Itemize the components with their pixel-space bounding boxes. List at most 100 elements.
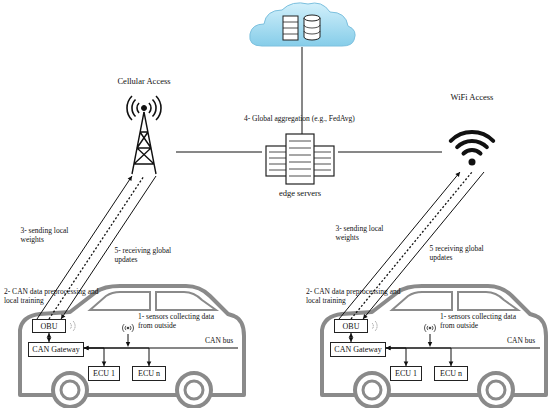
- edge-label: 3- sending local weights: [336, 224, 396, 242]
- car-wheel: [355, 373, 389, 407]
- antenna-dot: [429, 327, 432, 330]
- box-label: ECU 1: [395, 369, 417, 378]
- sensor-arrow: [128, 334, 129, 343]
- server-icon: [283, 16, 298, 40]
- step-label: 4- Global aggregation (e.g., FedAvg): [244, 114, 358, 123]
- wifi-dot: [469, 159, 476, 166]
- connector-line: [351, 333, 352, 342]
- arrow-head: [47, 333, 52, 338]
- bus-label: CAN bus: [205, 336, 245, 345]
- box-label: CAN Gateway: [32, 345, 79, 354]
- arrow-head: [455, 172, 460, 177]
- server-slots: [289, 141, 311, 176]
- sensor-arrow: [430, 334, 431, 343]
- server-slots: [283, 22, 298, 34]
- obu-box: OBU: [32, 319, 66, 333]
- connector: [349, 333, 354, 342]
- ecu-box: ECU n: [434, 366, 468, 381]
- car-wheel: [53, 373, 87, 407]
- arrow-head: [84, 346, 89, 351]
- gateway-box: CAN Gateway: [330, 342, 386, 357]
- car-hub: [487, 381, 505, 399]
- car-hub: [363, 381, 381, 399]
- node-label: Cellular Access: [117, 76, 170, 86]
- box-label: ECU 1: [93, 369, 115, 378]
- car-body: [20, 286, 244, 395]
- edge-label: 5- receiving global updates: [115, 246, 185, 264]
- ecu-box: ECU 1: [88, 366, 120, 381]
- vehicle: [322, 286, 546, 407]
- box-label: OBU: [343, 322, 360, 331]
- box-label: ECU n: [440, 369, 462, 378]
- step-label: 1- sensors collecting data from outside: [138, 312, 228, 330]
- sensor-arrow-head: [428, 342, 432, 347]
- connector-line: [176, 152, 262, 153]
- ecu-box: ECU n: [132, 366, 166, 381]
- tower-waves: [127, 96, 161, 120]
- box-label: CAN Gateway: [334, 345, 381, 354]
- arrow-head: [386, 346, 391, 351]
- connector: [176, 152, 262, 153]
- car-wheel: [177, 373, 211, 407]
- car-windows: [392, 292, 518, 310]
- node-label: WiFi Access: [451, 92, 494, 102]
- connector: [386, 346, 408, 366]
- box-label: OBU: [41, 322, 58, 331]
- step-label: 1- sensors collecting data from outside: [440, 312, 530, 330]
- can-bus-line: [386, 347, 540, 348]
- antenna-dot: [127, 327, 130, 330]
- edge-server-icon: [266, 134, 334, 184]
- wifi-waves: [451, 132, 493, 154]
- server-rack: [286, 134, 314, 184]
- connector-line: [386, 348, 451, 366]
- car-wheel: [479, 373, 513, 407]
- arrow-head: [128, 176, 132, 181]
- edge-server: edge servers: [262, 126, 338, 198]
- cloud: [250, 3, 355, 46]
- edge-label: 5 receiving global updates: [430, 244, 500, 262]
- sensor-arrow-head: [126, 342, 130, 347]
- connector: [386, 346, 453, 366]
- step-label: 2- CAN data preprocessing and local trai…: [306, 287, 412, 305]
- connector-line: [84, 348, 149, 366]
- database-top: [304, 15, 320, 21]
- wifi-icon: [451, 132, 493, 165]
- connector-line: [49, 333, 50, 342]
- tower-icon: [127, 96, 161, 174]
- cloud-shape: [250, 3, 355, 46]
- car-hub: [61, 381, 79, 399]
- car-windows: [90, 292, 216, 310]
- access-point: WiFi Access: [442, 92, 502, 172]
- connector: [84, 346, 106, 366]
- vehicle: [20, 286, 244, 407]
- node-label: edge servers: [279, 188, 321, 198]
- tower-top: [142, 106, 147, 111]
- edge-label: 3- sending local weights: [21, 226, 81, 244]
- step-label: 2- CAN data preprocessing and local trai…: [4, 287, 110, 305]
- connector: [84, 346, 151, 366]
- obu-signal: [372, 321, 377, 331]
- antenna-waves: [122, 324, 133, 332]
- arrow-head: [386, 346, 391, 351]
- obu-box: OBU: [334, 319, 368, 333]
- connector-line: [84, 348, 104, 366]
- arrow-head: [349, 333, 354, 338]
- obu-signal: [70, 321, 75, 331]
- box-label: ECU n: [138, 369, 160, 378]
- database-rings: [304, 25, 320, 34]
- gateway-box: CAN Gateway: [28, 342, 84, 357]
- tower-mast: [132, 112, 156, 174]
- access-point: Cellular Access: [112, 76, 176, 176]
- car-hub: [185, 381, 203, 399]
- connector-line: [386, 348, 406, 366]
- bus-label: CAN bus: [507, 336, 547, 345]
- antenna-waves: [424, 324, 435, 332]
- arrow-head: [84, 346, 89, 351]
- connector: [338, 152, 442, 153]
- car-body: [322, 286, 546, 395]
- ecu-box: ECU 1: [390, 366, 422, 381]
- connector-line: [338, 152, 442, 153]
- connector: [47, 333, 52, 342]
- can-bus-line: [84, 347, 238, 348]
